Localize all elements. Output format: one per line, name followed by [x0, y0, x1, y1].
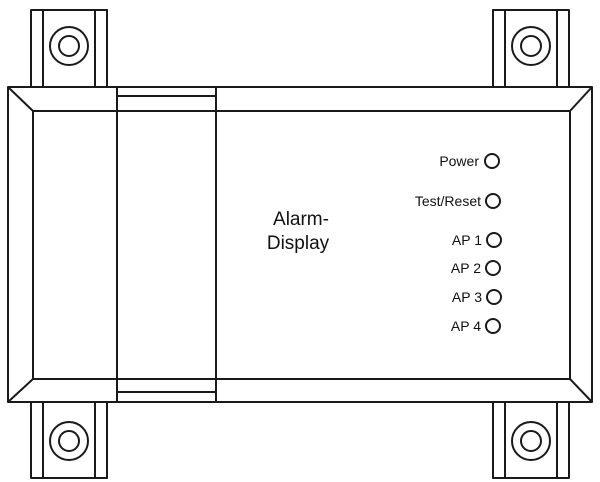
- ap3-led-icon: [486, 289, 502, 305]
- mounting-bracket-bottom-left: [30, 401, 108, 479]
- mounting-bracket-top-right: [492, 9, 570, 88]
- test-reset-led-icon: [485, 193, 501, 209]
- ap2-led-icon: [485, 260, 501, 276]
- device-title-line2: Display: [267, 233, 330, 254]
- screw-hole-inner: [520, 35, 542, 57]
- front-panel: [32, 110, 571, 380]
- screw-hole-inner: [58, 35, 80, 57]
- housing: [7, 86, 593, 403]
- screw-hole-outer: [49, 26, 89, 66]
- ap1-led-icon: [486, 232, 502, 248]
- housing-outline: [7, 86, 593, 403]
- indicator-label-ap1: AP 1: [452, 232, 482, 248]
- device-title-line1: Alarm-: [273, 209, 329, 230]
- ap4-led-icon: [485, 318, 501, 334]
- screw-hole-outer: [511, 421, 551, 461]
- mounting-bracket-bottom-right: [492, 401, 570, 479]
- mounting-bracket-top-left: [30, 9, 108, 88]
- screw-hole-inner: [520, 430, 542, 452]
- indicator-label-ap3: AP 3: [452, 289, 482, 305]
- indicator-label-ap4: AP 4: [451, 318, 481, 334]
- indicator-label-ap2: AP 2: [451, 260, 481, 276]
- power-led-icon: [484, 153, 500, 169]
- screw-hole-outer: [511, 26, 551, 66]
- screw-hole-outer: [49, 421, 89, 461]
- indicator-label-test-reset: Test/Reset: [415, 193, 481, 209]
- screw-hole-inner: [58, 430, 80, 452]
- led-column: [484, 153, 502, 334]
- indicator-label-power: Power: [439, 153, 479, 169]
